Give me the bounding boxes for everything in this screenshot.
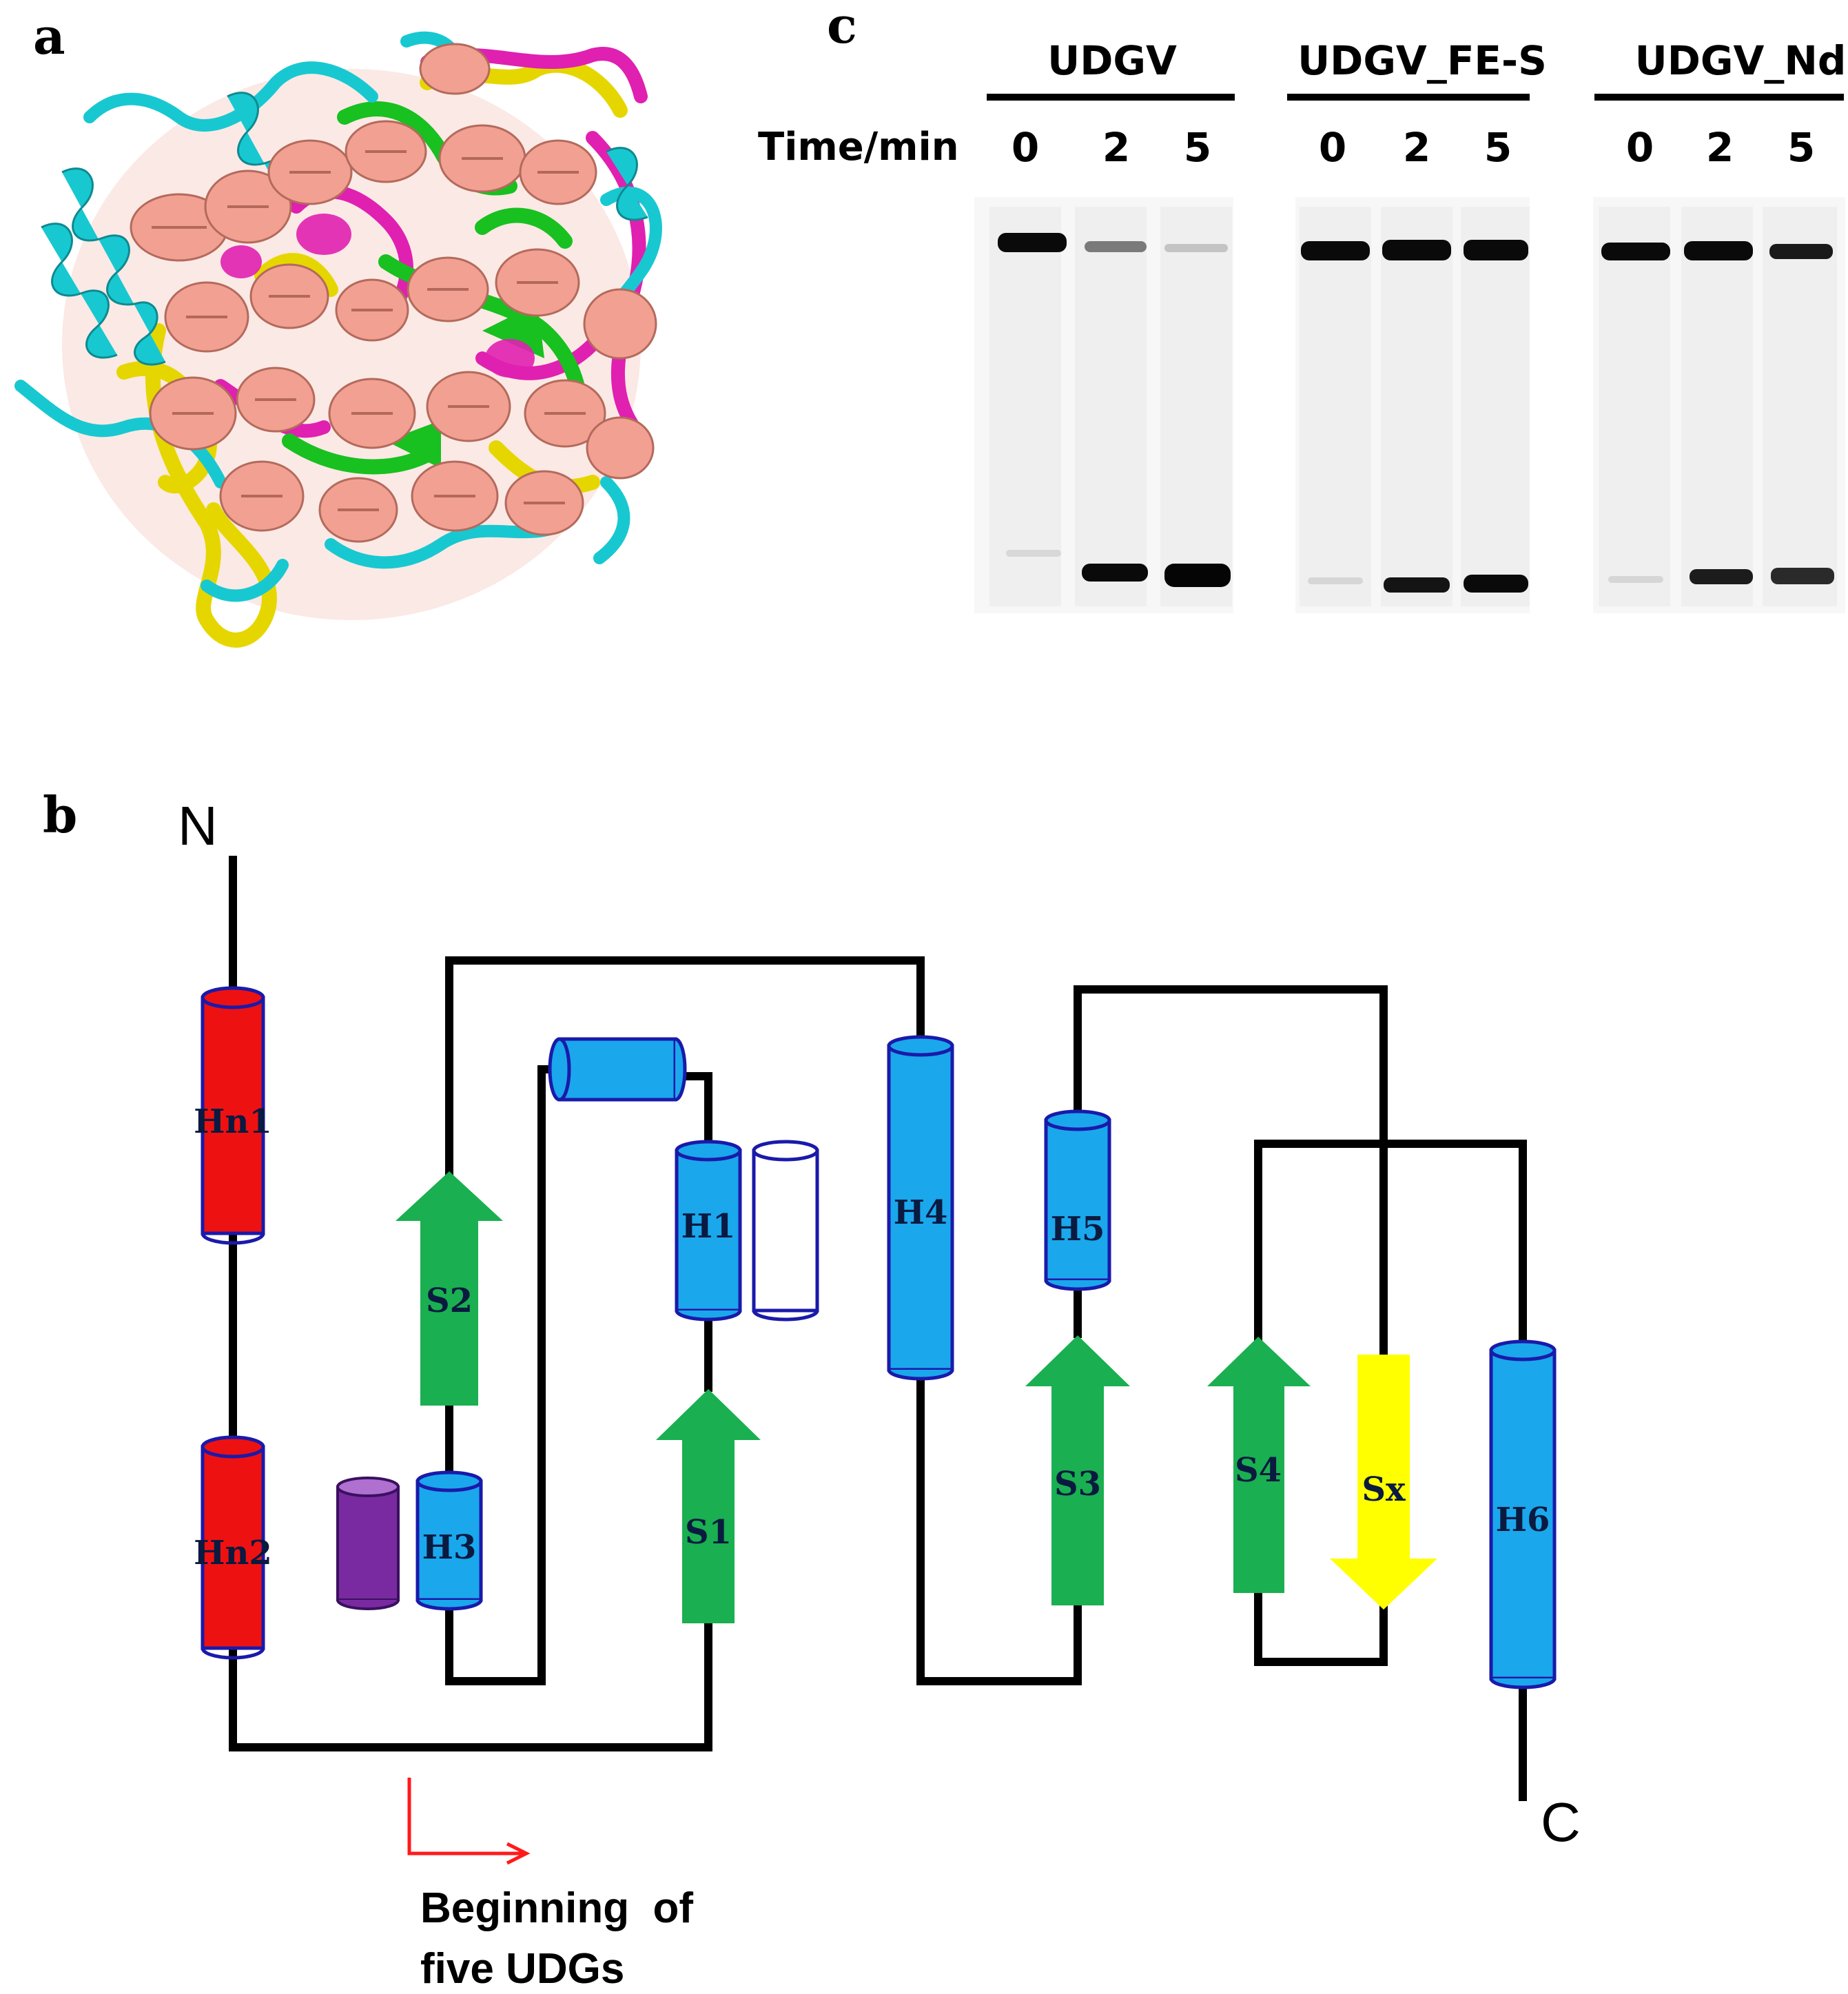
s4-label: S4 [1235,1451,1282,1490]
gel-band [1684,241,1753,260]
sx-label: Sx [1362,1470,1406,1509]
panel-b-letter: b [43,785,77,844]
hn1-label: Hn1 [194,1102,272,1141]
helix-h3: H3 [415,1470,483,1611]
gel-band [1464,240,1528,260]
gel-band [1301,241,1370,260]
strand-sx: Sx [1330,1355,1437,1610]
helix-h1: H1 [675,1140,742,1322]
lane-label: 2 [1403,124,1430,171]
s1-label: S1 [685,1513,732,1552]
gel-band [1769,244,1833,259]
time-axis-label: Time/min [758,125,959,169]
gel-group-underline [1287,94,1530,101]
gel-group-label-udgv: UDGV [1047,37,1177,84]
gel-group-label-udgv-nd: UDGV_Nd [1635,37,1847,84]
panel-a-letter: a [33,7,65,65]
h6-label: H6 [1496,1501,1550,1539]
h1-label: H1 [681,1207,736,1246]
h5-label: H5 [1051,1210,1105,1248]
gel-band [1164,564,1231,587]
lane-label: 5 [1484,124,1512,171]
gel-band [1690,569,1753,584]
lane-label: 2 [1102,124,1130,171]
gel-band [1771,568,1834,584]
helix-hn1: Hn1 [194,986,272,1245]
helix-h6: H6 [1489,1339,1557,1689]
strand-s4: S4 [1207,1337,1311,1593]
lane-label: 0 [1319,124,1346,171]
annotation-line-1: Beginning of [420,1884,693,1932]
gel-band [998,233,1067,252]
gel-band [1464,575,1528,593]
lane-label: 5 [1787,124,1815,171]
panel-c-letter: c [827,0,857,54]
lane-label: 0 [1012,124,1039,171]
gel-band [1082,564,1148,582]
lane-label: 5 [1184,124,1211,171]
strand-s2: S2 [396,1171,503,1406]
gel-band [1085,241,1147,252]
lane-label: 2 [1706,124,1734,171]
helix-purple [336,1477,400,1610]
gel-panel: UDGV UDGV_FE-S UDGV_Nd Time/min 0 2 5 0 … [758,37,1846,613]
gel-band [1006,550,1061,557]
lane-label: 0 [1626,124,1654,171]
strand-s3: S3 [1025,1335,1130,1605]
topology-connectors [229,856,1527,1801]
gel-band [1382,240,1451,260]
h3-label: H3 [422,1528,477,1567]
s3-label: S3 [1054,1465,1101,1503]
gel-band [1608,576,1663,583]
beginning-arrow [407,1778,531,1865]
helix-outline-empty [752,1140,819,1322]
hn2-label: Hn2 [194,1534,272,1572]
c-terminus-label: C [1541,1791,1581,1853]
h4-label: H4 [894,1193,948,1232]
gel-band [1601,243,1670,260]
cyan-helices [41,92,648,366]
helix-h5: H5 [1044,1109,1111,1291]
gel-substrate-bands [998,233,1833,260]
strand-s1: S1 [656,1389,761,1623]
helix-horizontal [548,1037,687,1102]
annotation-line-2: five UDGs [420,1945,624,1993]
gel-group-underline [1594,94,1844,101]
gel-band [1164,244,1228,252]
n-terminus-label: N [178,795,218,856]
s2-label: S2 [426,1282,473,1320]
helix-hn2: Hn2 [194,1435,272,1660]
salmon-helices [130,43,657,543]
gel-band [1384,577,1450,593]
topology-diagram: N C Hn1 [178,795,1581,1993]
helix-coil-lines [152,150,586,511]
protein-structure-superposition [14,31,662,648]
gel-group-label-udgv-fe-s: UDGV_FE-S [1297,37,1547,84]
gel-band [1308,577,1363,584]
gel-group-underline [987,94,1235,101]
gel-product-bands [1006,550,1834,593]
helix-h4: H4 [887,1035,954,1381]
